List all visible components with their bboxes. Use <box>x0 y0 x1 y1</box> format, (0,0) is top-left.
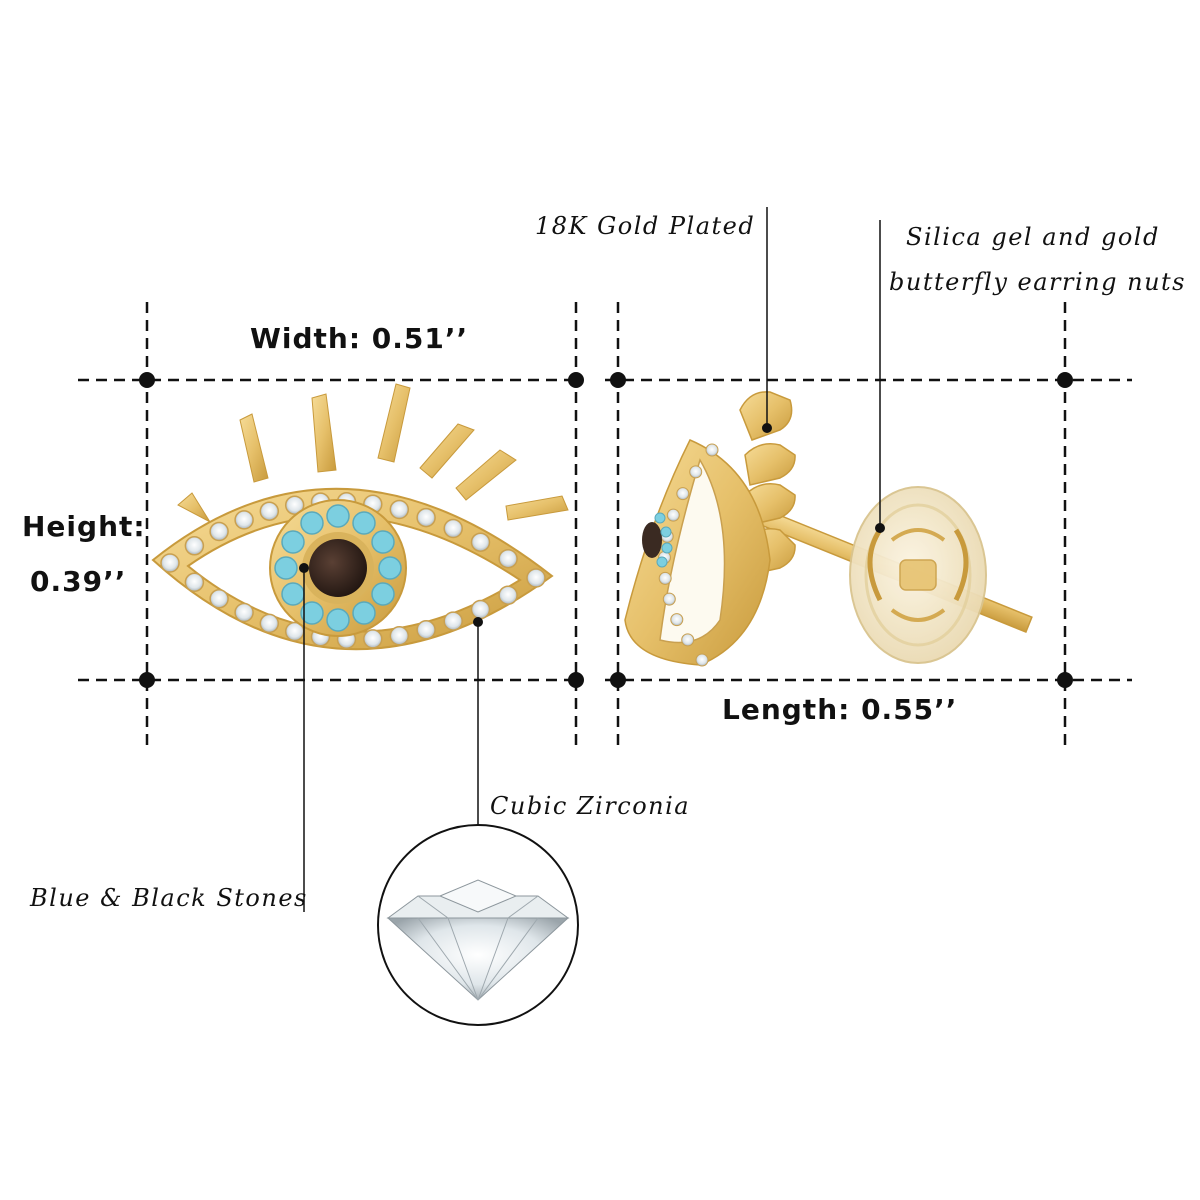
stones-callout: Blue & Black Stones <box>30 884 308 912</box>
iris-stone <box>300 511 324 535</box>
pave-stone <box>234 510 254 530</box>
pave-stone <box>184 536 205 556</box>
iris-stone <box>300 601 324 625</box>
pave-stone <box>470 599 491 620</box>
cubic-zirconia-inset <box>377 824 579 1026</box>
pave-stone <box>234 602 254 623</box>
pave-stone <box>209 589 229 609</box>
side-pave-stone <box>695 653 709 667</box>
pave-stone <box>498 585 518 605</box>
pave-stone <box>160 553 180 573</box>
eye-earring-front <box>151 383 569 651</box>
callout-dots <box>299 423 885 627</box>
iris-stone <box>326 504 350 528</box>
side-pave-stone <box>681 633 695 647</box>
pave-stone <box>259 613 280 634</box>
pave-stone <box>389 499 410 520</box>
height-label: Height: <box>22 510 146 543</box>
pave-stone <box>184 572 205 593</box>
height-value: 0.39’’ <box>30 565 127 598</box>
pave-stone <box>443 518 463 539</box>
iris-stone <box>371 530 395 554</box>
iris-stone <box>352 601 376 625</box>
side-pave-stone <box>676 487 690 501</box>
pave-stone <box>416 507 436 528</box>
pave-stone <box>498 548 518 569</box>
cubic-zirconia-callout: Cubic Zirconia <box>490 792 691 820</box>
side-pave-stone <box>666 508 680 522</box>
pave-stone <box>470 532 491 552</box>
guide-intersection-dots <box>139 372 1073 688</box>
pave-stone <box>526 568 546 588</box>
iris-stone <box>326 608 350 632</box>
pave-stone <box>284 495 305 515</box>
iris-stone <box>378 556 402 580</box>
eye-earring-side <box>624 391 1033 667</box>
side-pave-stone <box>658 571 672 585</box>
pave-stone <box>363 629 383 649</box>
side-pave-stone <box>705 443 719 457</box>
callout-leaders <box>303 207 881 912</box>
earring-nuts-callout-line2: butterfly earring nuts <box>889 268 1186 296</box>
pave-stone <box>416 620 436 640</box>
iris-stone <box>274 556 298 580</box>
iris-stone <box>352 511 376 535</box>
earring-nuts-callout-line1: Silica gel and gold <box>906 223 1160 251</box>
side-pave-stone <box>689 465 703 479</box>
length-label: Length: 0.55’’ <box>722 693 958 726</box>
gold-plated-callout: 18K Gold Plated <box>535 212 756 240</box>
iris-stone <box>371 582 395 606</box>
width-label: Width: 0.51’’ <box>250 322 469 355</box>
side-pave-stone <box>662 592 676 606</box>
side-pave-stone <box>670 613 684 627</box>
pave-stone <box>389 626 410 646</box>
pave-stone <box>209 521 229 542</box>
iris-stone <box>281 582 305 606</box>
pave-stone <box>259 501 280 521</box>
iris-stone <box>281 530 305 554</box>
pave-stone <box>443 611 463 631</box>
